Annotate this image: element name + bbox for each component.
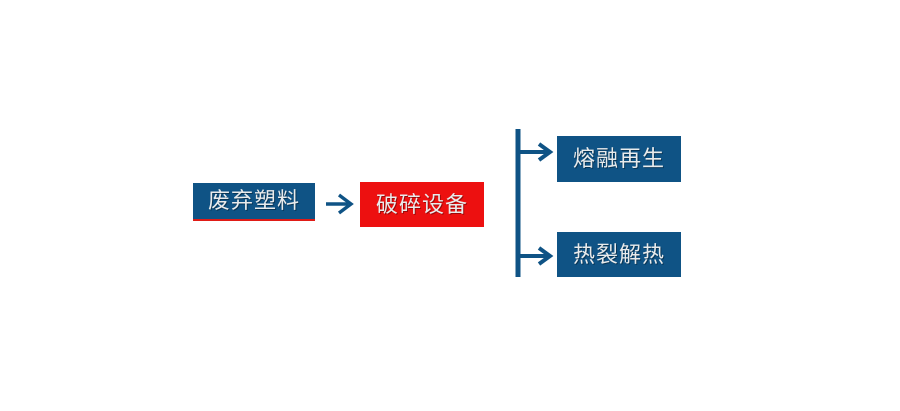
node-crusher[interactable]: 破碎设备 [360,182,484,227]
node-melt-regeneration-label: 熔融再生 [572,146,665,171]
node-waste-plastic[interactable]: 废弃塑料 [193,183,315,221]
node-pyrolysis[interactable]: 热裂解热 [557,232,681,277]
node-crusher-label: 破碎设备 [375,191,468,217]
node-pyrolysis-label: 热裂解热 [572,241,665,267]
node-melt-regeneration[interactable]: 熔融再生 [557,136,681,182]
arrow-right-icon [322,186,360,222]
node-waste-plastic-label: 废弃塑料 [207,188,300,213]
branch-connector-icon [512,126,564,282]
